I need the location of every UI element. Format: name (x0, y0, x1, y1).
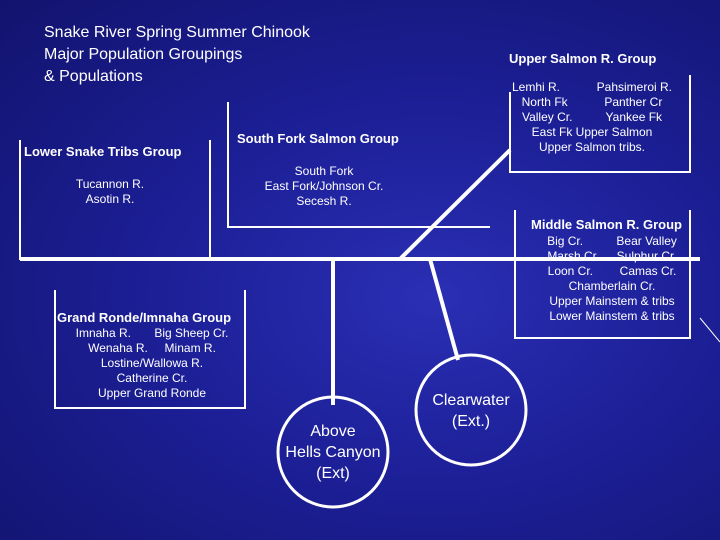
population-item: Loon Cr. Camas Cr. (547, 264, 677, 278)
lower-snake-group-label: Lower Snake Tribs Group (24, 144, 182, 159)
population-item: East Fk Upper Salmon (531, 125, 653, 139)
population-item: Imnaha R. Big Sheep Cr. (75, 326, 229, 340)
population-item: Marsh Cr . Sulphur Cr. (547, 249, 677, 263)
upper-salmon-group-label: Upper Salmon R. Group (509, 51, 657, 66)
south-fork-group-label: South Fork Salmon Group (237, 131, 399, 146)
population-item: Tucannon R. (75, 177, 145, 191)
population-item: Upper Mainstem & tribs (549, 294, 675, 308)
above-hells-canyon-label: Above Hells Canyon (Ext) (285, 423, 381, 482)
above-hells-canyon-circle (276, 395, 390, 509)
lower-snake-populations: Tucannon R. Asotin R. (40, 177, 180, 207)
population-item: Asotin R. (85, 192, 135, 206)
south-fork-box (227, 102, 490, 228)
population-item: East Fork/Johnson Cr. (264, 179, 384, 193)
population-item: Valley Cr. Yankee Fk (521, 110, 663, 124)
population-item: Upper Grand Ronde (97, 386, 207, 400)
middle-salmon-populations: Big Cr. Bear Valley Marsh Cr . Sulphur C… (528, 234, 696, 324)
population-item: Catherine Cr. (116, 371, 188, 385)
upper-salmon-populations: Lemhi R. Pahsimeroi R. North Fk Panther … (508, 80, 676, 155)
clearwater-label: Clearwater (Ext.) (432, 392, 510, 430)
population-item: Secesh R. (296, 194, 352, 208)
population-item: Wenaha R. Minam R. (88, 341, 216, 355)
lower-snake-box (19, 140, 211, 260)
population-item: Chamberlain Cr. (568, 279, 656, 293)
population-item: Lower Mainstem & tribs (549, 309, 675, 323)
population-item: Lemhi R. Pahsimeroi R. (511, 80, 673, 94)
population-item: Upper Salmon tribs. (538, 140, 646, 154)
south-fork-populations: South Fork East Fork/Johnson Cr. Secesh … (248, 164, 400, 209)
population-item: South Fork (294, 164, 354, 178)
edge-line (699, 317, 720, 343)
clearwater-connector (428, 258, 460, 361)
middle-salmon-box (514, 210, 691, 339)
upper-salmon-connector (398, 148, 512, 261)
clearwater-circle (414, 353, 528, 467)
diagram-title: Snake River Spring Summer Chinook Major … (44, 24, 310, 85)
grand-ronde-populations: Imnaha R. Big Sheep Cr. Wenaha R. Minam … (62, 326, 242, 401)
population-item: Big Cr. Bear Valley (547, 234, 677, 248)
grand-ronde-group-label: Grand Ronde/Imnaha Group (57, 310, 232, 325)
population-item: North Fk Panther Cr (521, 95, 663, 109)
upper-salmon-box (509, 75, 691, 173)
population-item: Lostine/Wallowa R. (100, 356, 204, 370)
grand-ronde-box (54, 290, 246, 409)
middle-salmon-group-label: Middle Salmon R. Group (531, 217, 682, 232)
